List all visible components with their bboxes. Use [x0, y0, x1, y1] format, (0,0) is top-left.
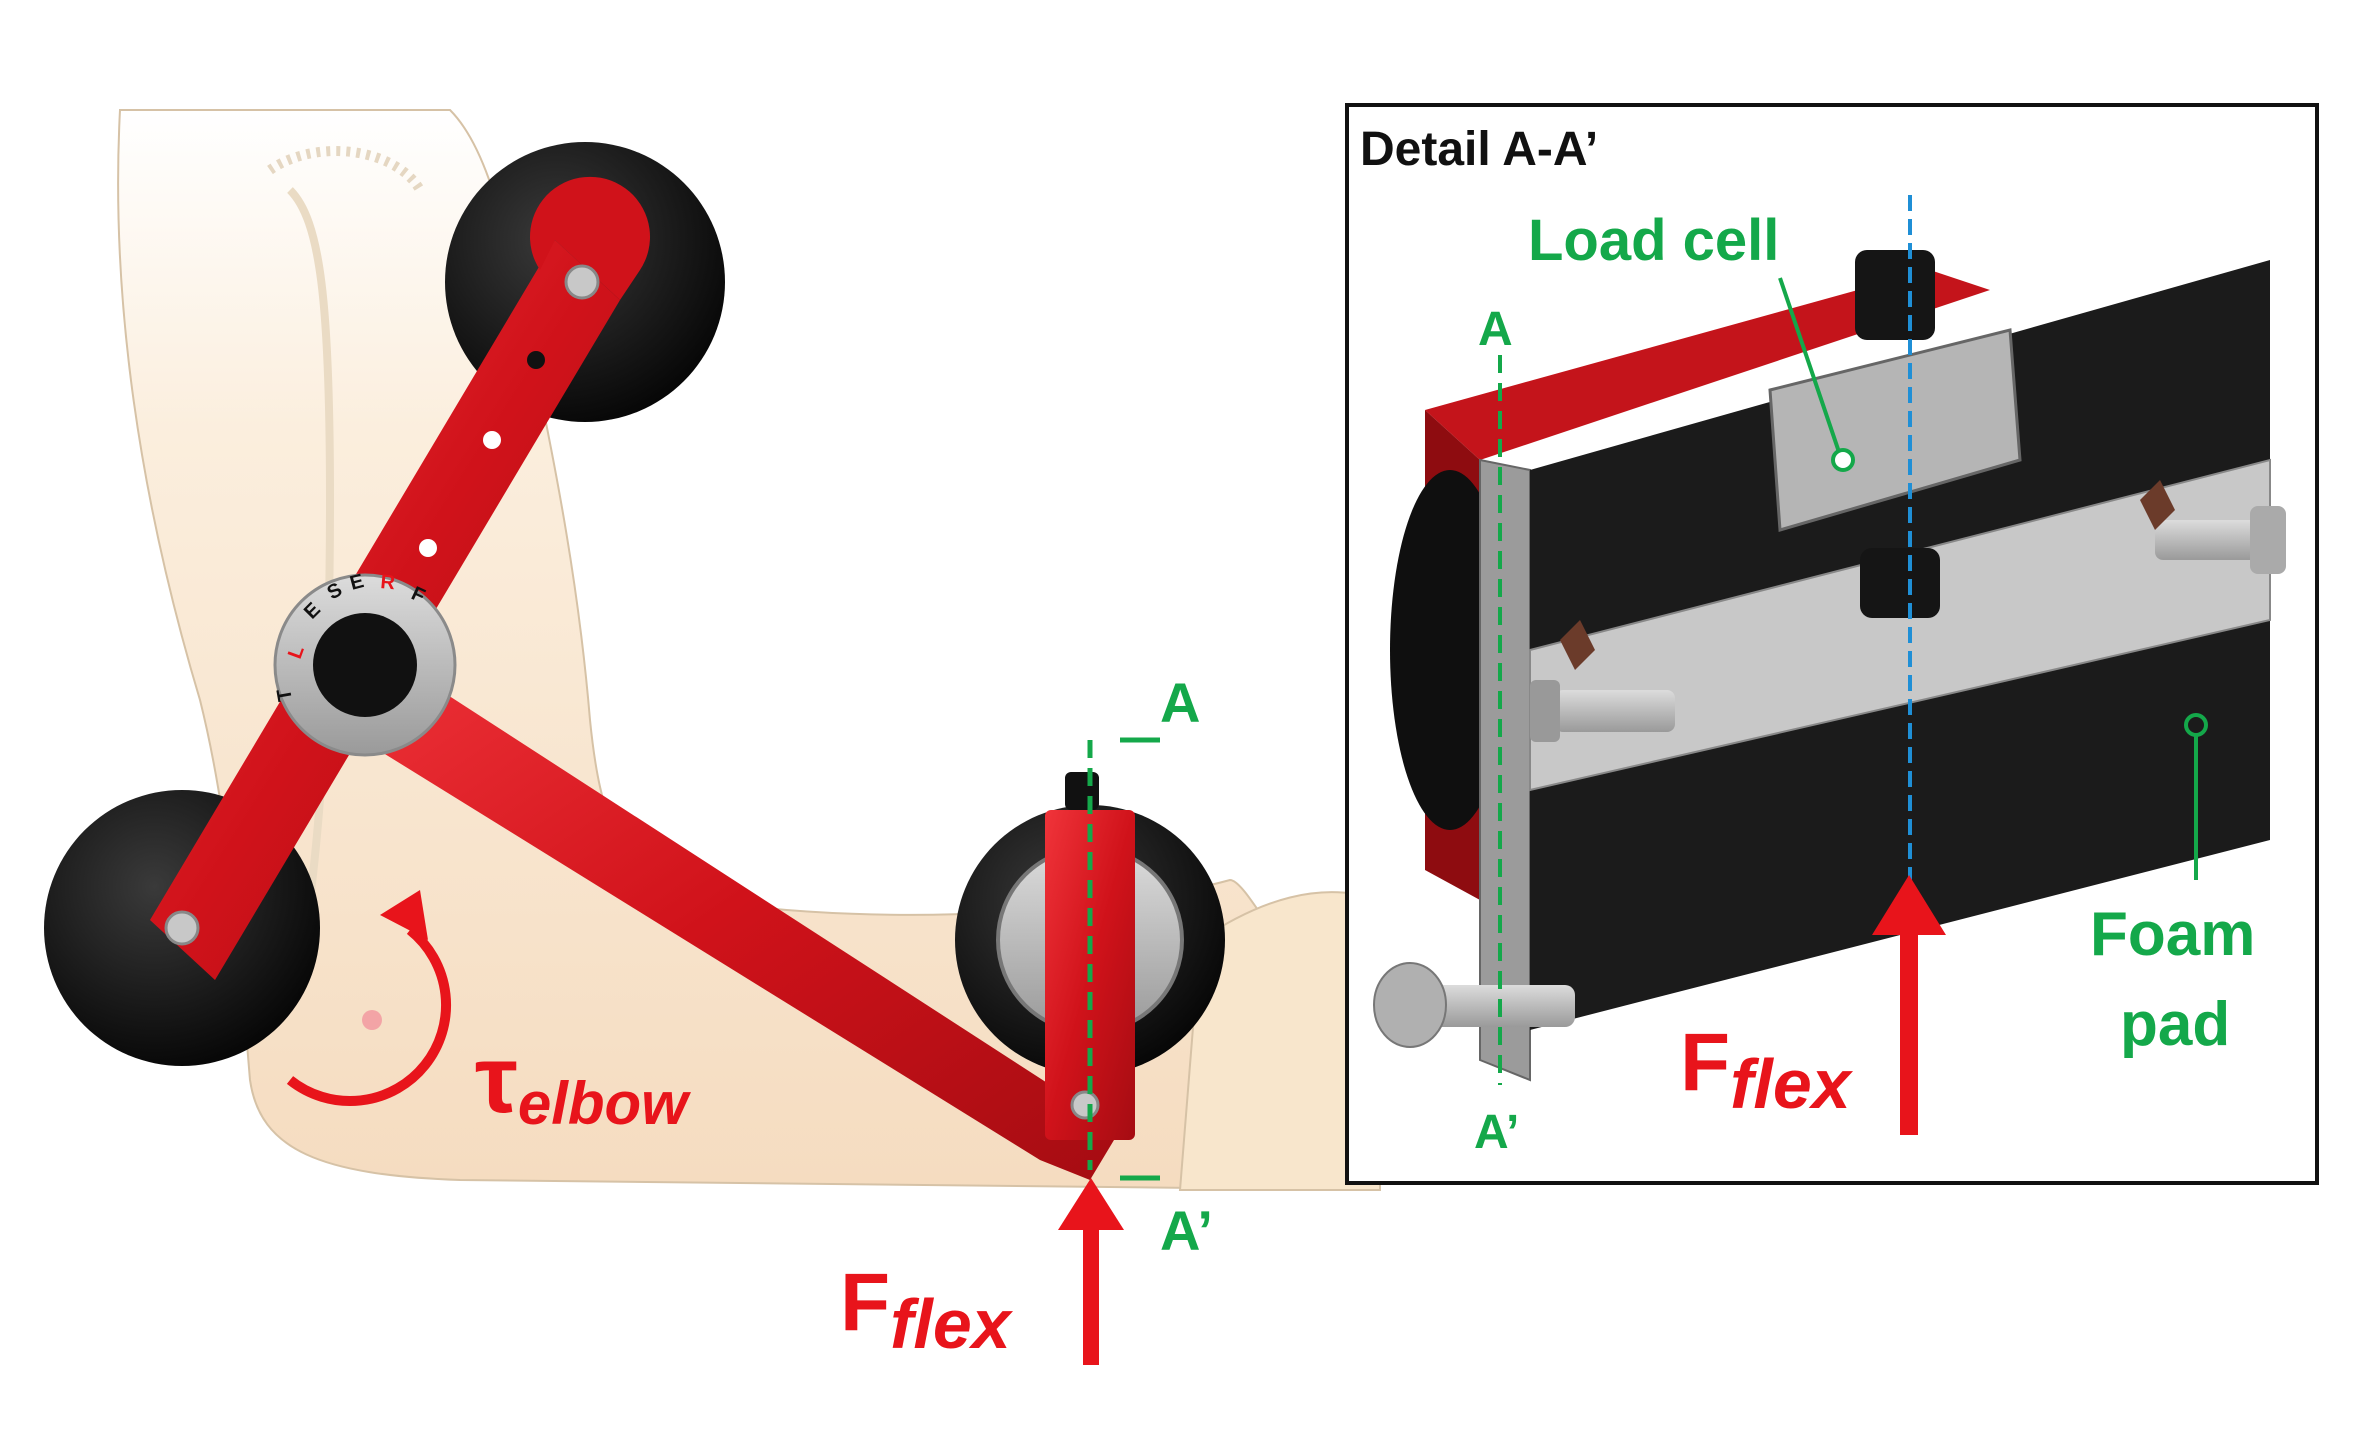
elbow-joint-outline [267, 146, 425, 193]
detail-panel: Detail A-A’ [1345, 103, 2319, 1185]
foam-pad-label-line1: Foam [2090, 900, 2255, 969]
brace-hole [527, 351, 545, 369]
detail-title: Detail A-A’ [1360, 123, 1598, 176]
load-cell-leader-dot [1831, 448, 1855, 472]
mount-plate [1479, 458, 1531, 1082]
adjustment-dial-icon: L E S E R F T [273, 570, 457, 757]
load-cell-leader [1778, 277, 1842, 456]
force-label-left: Fflex [840, 1257, 1014, 1363]
force-arrow-icon [1872, 875, 1946, 1135]
inner-channel [1529, 458, 2271, 792]
section-label-a: A [1160, 671, 1200, 734]
dial-mark: R [380, 571, 397, 594]
torque-arrow-head [380, 890, 428, 940]
brace-pivot-upper [564, 264, 600, 300]
section-line-left: A A’ [1087, 671, 1213, 1262]
torque-label: τelbow [475, 1026, 691, 1137]
dial-mark: E [348, 570, 367, 595]
load-cell-bottom-screw [1860, 548, 1940, 618]
detail-section-label-a: A [1478, 303, 1513, 356]
load-cell-top-screw [1855, 250, 1935, 340]
foam-pad-lower [1530, 620, 2270, 1030]
bracket-screw-cap [1065, 772, 1099, 810]
load-cell-body [1768, 328, 2022, 532]
rubber-insert [2140, 480, 2175, 530]
rubber-insert [1560, 620, 1595, 670]
brace-pivot-lower-left [164, 910, 200, 946]
dial-mark: T [273, 687, 297, 703]
brace-link-lower [330, 640, 1120, 1180]
brace-hole [419, 539, 437, 557]
brace-end-cap-upper [530, 176, 650, 300]
screw-icon [1530, 680, 1675, 742]
housing-red-top [1425, 270, 1990, 460]
brace-hole [483, 431, 501, 449]
detail-section-label-a-prime: A’ [1474, 1106, 1519, 1159]
torque-arrow [286, 890, 451, 1107]
section-label-a-prime: A’ [1160, 1199, 1213, 1262]
load-cell-label: Load cell [1528, 208, 1779, 273]
foam-pad-label-line2: pad [2120, 990, 2230, 1059]
elbow-center-dot [362, 1010, 382, 1030]
force-arrow-icon [1058, 1178, 1124, 1365]
screw-icon [2155, 506, 2286, 574]
brace-pivot-forearm [1070, 1090, 1100, 1120]
screw-icon [1373, 962, 1575, 1048]
force-label-detail: Fflex [1680, 1017, 1854, 1123]
humerus-outline [287, 187, 335, 901]
